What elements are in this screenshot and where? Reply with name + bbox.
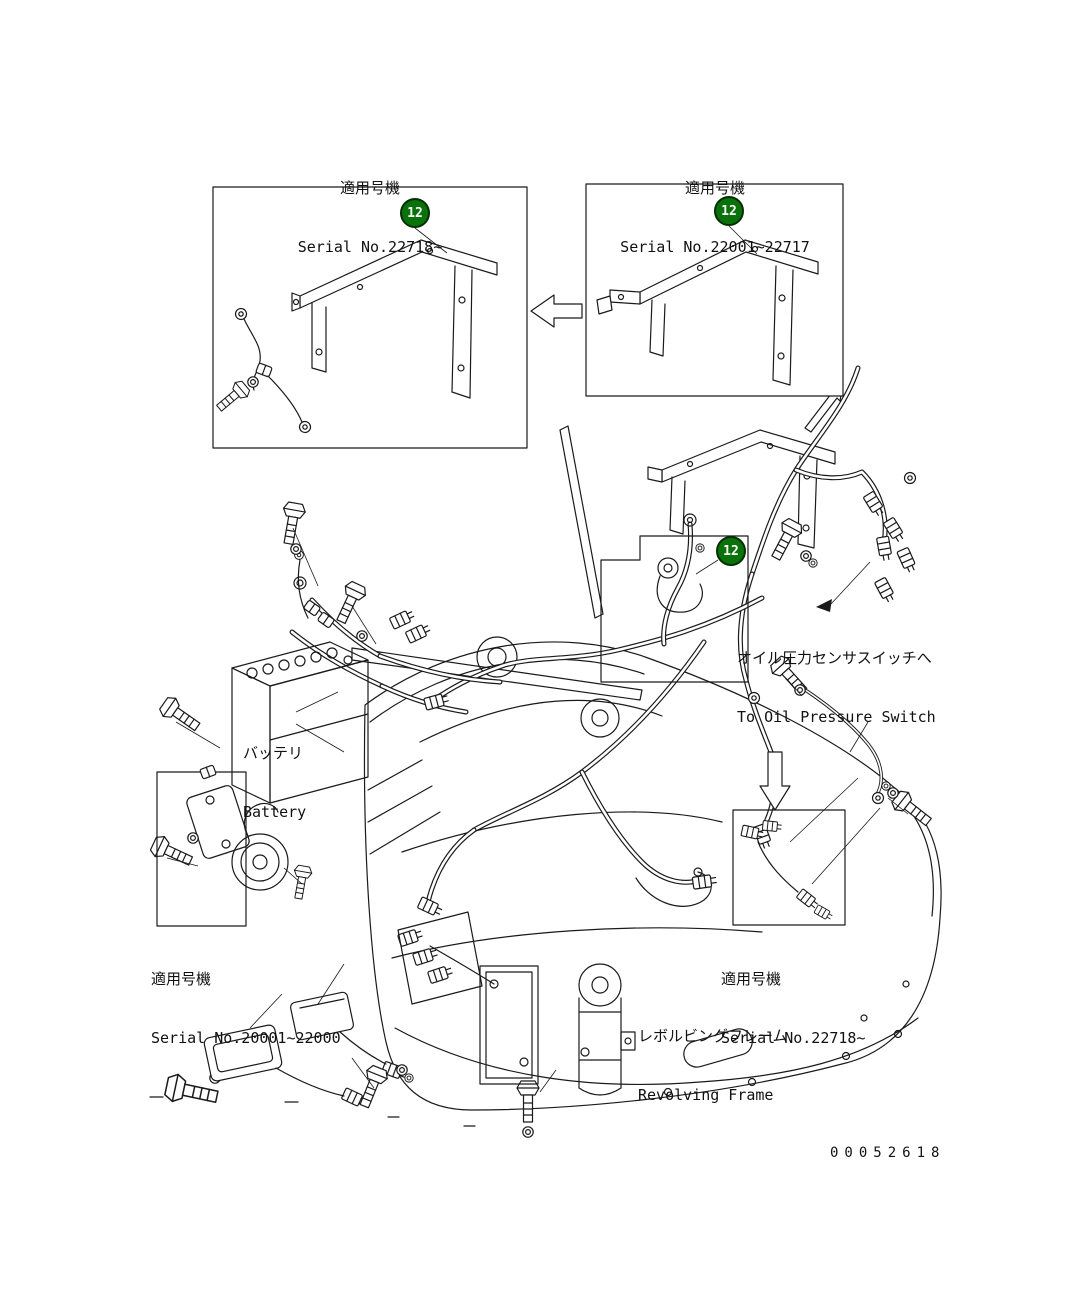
inset-top-right-border bbox=[585, 183, 844, 397]
callout-number: 12 bbox=[721, 203, 737, 219]
horn-drawing bbox=[231, 802, 289, 891]
inset-bottom-right-border bbox=[732, 809, 846, 926]
reservoir-drawing bbox=[578, 963, 636, 1096]
applicability-jp-bottom-left: 適用号機 bbox=[151, 970, 212, 988]
label-inset-top-right: 適用号機 Serial No.22001~22717 bbox=[590, 140, 840, 277]
label-inset-bottom-right: 適用号機 Serial No.22718~ bbox=[721, 931, 866, 1068]
oil-pressure-en: To Oil Pressure Switch bbox=[737, 707, 936, 726]
connector-parts bbox=[293, 471, 918, 1109]
label-revolving-frame: レボルビングフレーム Revolving Frame bbox=[638, 988, 788, 1125]
revolving-frame-jp: レボルビングフレーム bbox=[638, 1027, 788, 1045]
document-number: 00052618 bbox=[830, 1145, 946, 1161]
label-battery: バッテリ Battery bbox=[243, 705, 306, 842]
serial-range-top-left: Serial No.22718~ bbox=[297, 237, 443, 256]
battery-en: Battery bbox=[243, 802, 307, 821]
relay-drawing bbox=[149, 991, 476, 1127]
serial-range-bottom-right: Serial No.22718~ bbox=[721, 1028, 866, 1047]
label-oil-pressure-switch: オイル圧力センサスイッチへ To Oil Pressure Switch bbox=[737, 610, 936, 747]
oil-pressure-arrow-icon bbox=[816, 599, 832, 612]
serial-range-bottom-left: Serial No.20001~22000 bbox=[151, 1028, 341, 1047]
wiring-harness-drawing bbox=[289, 365, 888, 907]
callout-number: 12 bbox=[407, 205, 423, 221]
callout-region-outline bbox=[600, 535, 749, 683]
oil-pressure-jp: オイル圧力センサスイッチへ bbox=[737, 649, 932, 667]
harness-clamp-drawing bbox=[656, 513, 705, 613]
battery-jp: バッテリ bbox=[243, 744, 304, 762]
serial-range-top-right: Serial No.22001~22717 bbox=[620, 237, 810, 256]
battery-drawing bbox=[231, 641, 369, 804]
applicability-jp-bottom-right: 適用号機 bbox=[721, 970, 782, 988]
callout-12-inset-top-left[interactable]: 12 bbox=[400, 198, 430, 228]
main-bracket-drawing bbox=[647, 429, 836, 549]
inset-top-right-view bbox=[585, 183, 844, 397]
applicability-jp-top-left: 適用号機 bbox=[339, 179, 400, 197]
inset-bottom-right-view bbox=[732, 777, 881, 926]
label-inset-bottom-left: 適用号機 Serial No.20001~22000 bbox=[151, 931, 341, 1068]
bracket-drawing-late-serial bbox=[291, 239, 498, 399]
callout-number: 12 bbox=[723, 543, 739, 559]
cover-plate-drawing bbox=[479, 965, 539, 1085]
revolving-frame-drawing bbox=[351, 425, 942, 1111]
revolving-frame-en: Revolving Frame bbox=[638, 1085, 774, 1104]
applicability-jp-top-right: 適用号機 bbox=[684, 179, 745, 197]
inset-bottom-left-view bbox=[156, 764, 250, 927]
bracket-drawing-early-serial bbox=[596, 239, 819, 386]
label-inset-top-left: 適用号機 Serial No.22718~ bbox=[250, 140, 490, 277]
callout-12-main[interactable]: 12 bbox=[716, 536, 746, 566]
transfer-arrow-icon bbox=[530, 294, 583, 328]
wire-assembly-drawing bbox=[212, 305, 314, 436]
junction-panel-drawing bbox=[397, 911, 495, 1005]
down-arrow-icon bbox=[759, 751, 791, 811]
inset-top-left-border bbox=[212, 186, 528, 449]
inset-top-left-view bbox=[212, 186, 528, 449]
leader-lines bbox=[166, 527, 909, 1093]
callout-12-inset-top-right[interactable]: 12 bbox=[714, 196, 744, 226]
